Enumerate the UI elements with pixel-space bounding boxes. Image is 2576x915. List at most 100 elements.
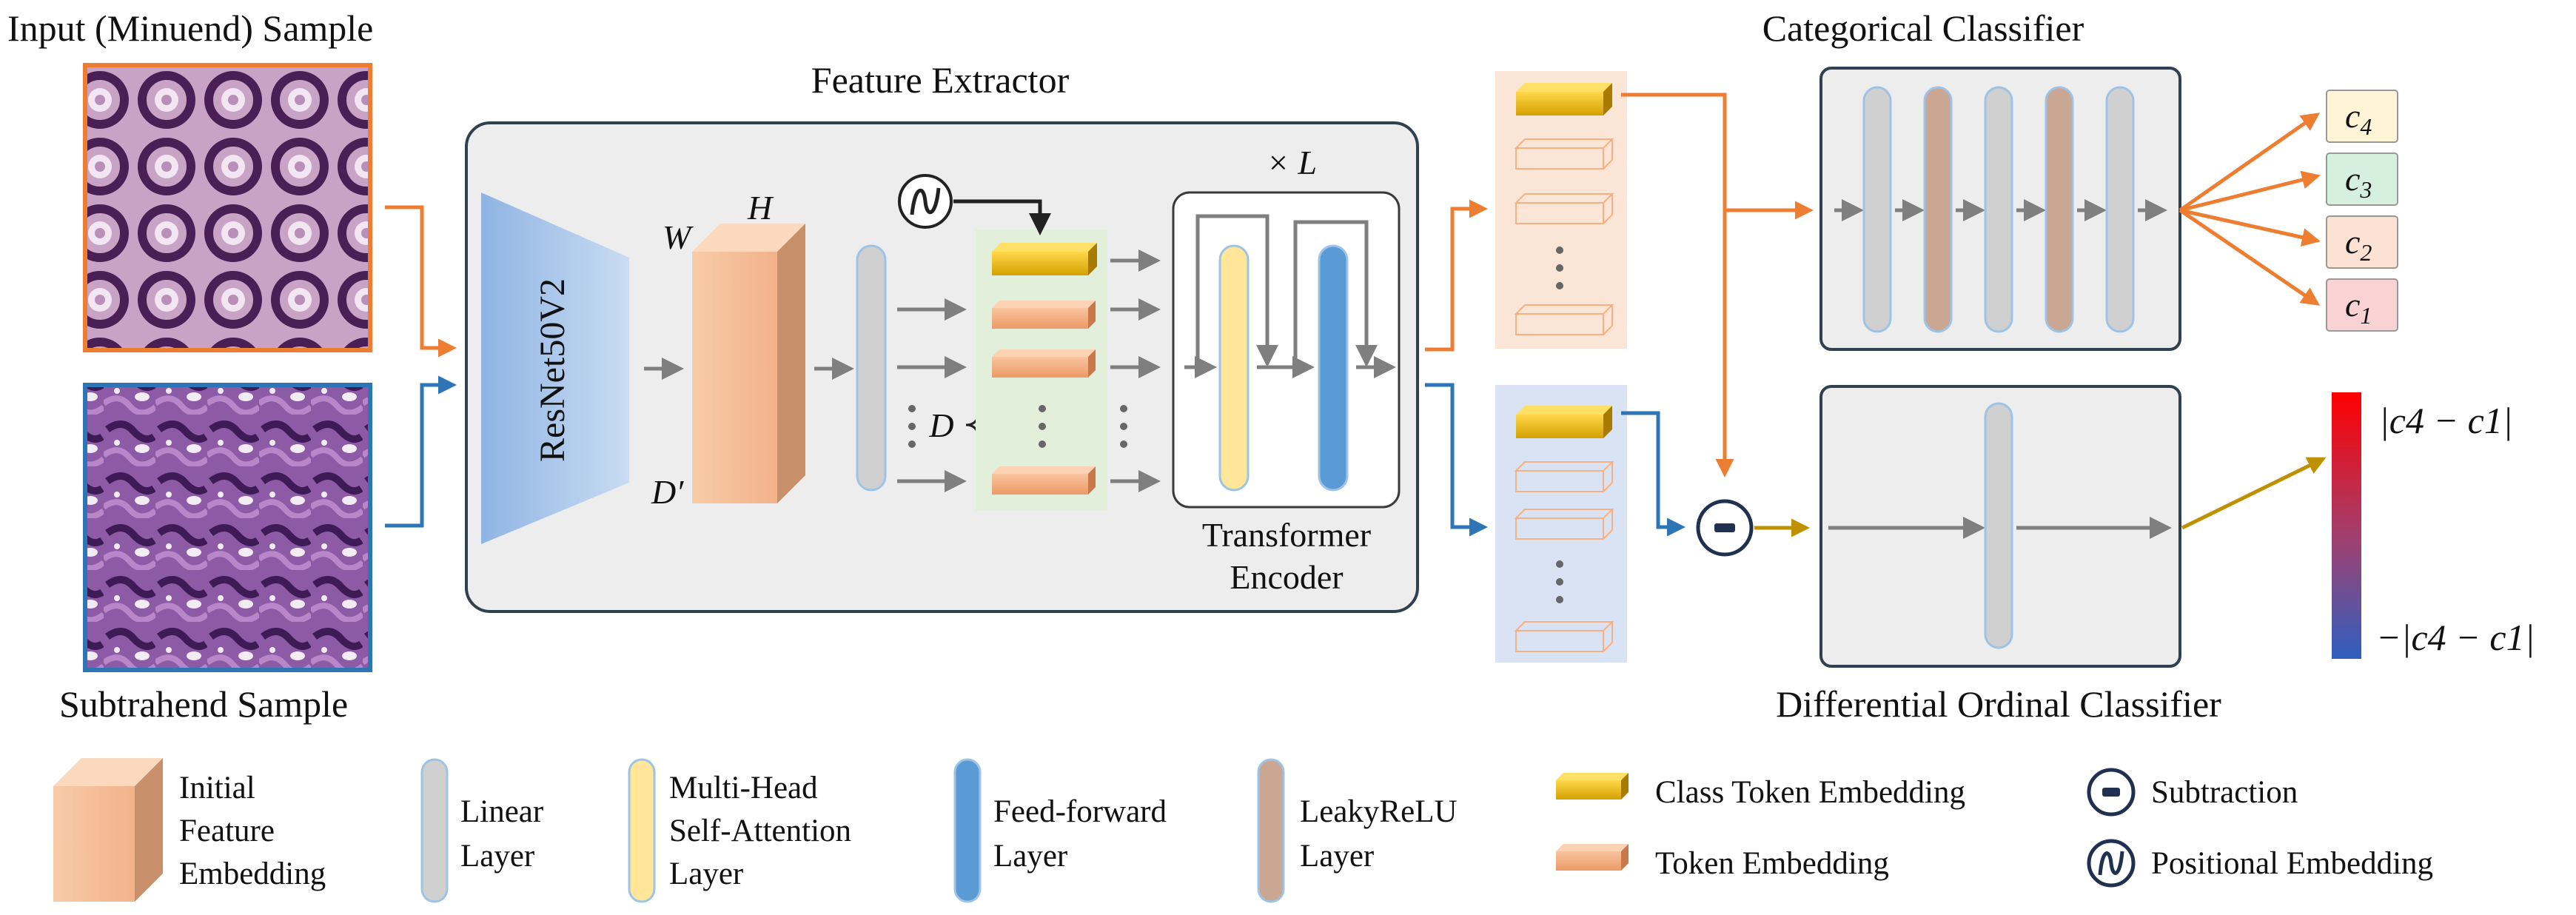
output-arrow-c3 (2179, 170, 2321, 212)
cube-front (692, 252, 777, 503)
class-token-front (992, 252, 1088, 275)
minuend-arrow (385, 205, 457, 358)
residual-2 (1293, 220, 1378, 367)
subtrahend-class-token-side (1603, 406, 1612, 438)
ellipsis-dot (1120, 440, 1127, 448)
dim-dprime-label: D′ (651, 473, 684, 511)
token-top (992, 349, 1096, 357)
ellipsis-dot (1556, 596, 1563, 603)
scale-bottom-label: −|c4 − c1| (2376, 617, 2535, 658)
legend-cube-side (135, 758, 163, 902)
output-c2-label: c2 (2345, 223, 2372, 266)
legend-cube-top (53, 758, 163, 786)
legend-positional: Positional Embedding (2151, 846, 2433, 881)
cat-linear-layer (2105, 86, 2135, 333)
minuend-class-token-side (1603, 83, 1612, 115)
legend-linear-icon (420, 758, 449, 903)
cat-leakyrelu-layer (2045, 86, 2074, 333)
subtrahend-arrow (385, 375, 457, 528)
positional-embedding-wave (910, 187, 941, 215)
token-top (992, 301, 1096, 308)
ellipsis-dot (1120, 423, 1127, 430)
minuend-token-outlines (1514, 138, 1614, 335)
class-token-top (992, 243, 1097, 252)
token-front (992, 308, 1088, 329)
legend-class-token-icon (1556, 780, 1621, 800)
ellipsis-dot (1556, 264, 1563, 272)
cat-linear-layer (1862, 86, 1892, 333)
ellipsis-dot (908, 440, 916, 448)
output-c4 (2326, 90, 2398, 143)
legend-initial-embedding-icon (53, 786, 135, 902)
subtrahend-class-token-top (1516, 406, 1612, 415)
extractor-to-subtrahend-tokens (1425, 383, 1488, 537)
legend-initial-l1: Initial (179, 771, 255, 805)
ellipsis-dot (1556, 560, 1563, 568)
extractor-to-minuend-tokens (1425, 199, 1488, 352)
legend-mhsa-icon (628, 758, 656, 903)
legend: Initial Feature Embedding Linear Layer M… (53, 758, 2433, 903)
token-front (992, 357, 1088, 378)
encoder-label-1: Transformer (1202, 516, 1371, 554)
output-c1 (2326, 278, 2398, 332)
cat-linear-layer (1984, 86, 2013, 333)
token-front (992, 474, 1088, 495)
subtrahend-class-token (1516, 415, 1603, 438)
output-arrow-c4 (2178, 113, 2321, 212)
legend-token-side (1621, 844, 1629, 871)
ordinal-title: Differential Ordinal Classifier (1776, 683, 2221, 725)
minuend-token-column (1495, 71, 1627, 349)
resnet-label: ResNet50V2 (533, 278, 572, 462)
legend-initial-l3: Embedding (179, 857, 326, 891)
subtrahend-image (83, 383, 372, 672)
legend-leaky-icon (1257, 758, 1285, 903)
minuend-image (83, 63, 372, 352)
output-arrow-c1 (2178, 208, 2321, 306)
legend-class-token-top (1556, 773, 1629, 780)
ordinal-color-scale (2332, 392, 2361, 659)
subtraction-minus (1714, 523, 1735, 532)
token-side (1088, 301, 1096, 329)
ellipsis-dot (908, 423, 916, 430)
residual-1 (1195, 214, 1278, 367)
subtrahend-title: Subtrahend Sample (59, 683, 348, 725)
legend-mhsa-l3: Layer (669, 857, 743, 891)
legend-mhsa-l2: Self-Attention (669, 814, 851, 848)
ellipsis-dot (1039, 440, 1046, 448)
legend-class-token-side (1621, 773, 1629, 800)
token-side (1088, 466, 1096, 495)
output-arrow-c2 (2179, 208, 2321, 247)
legend-class-token: Class Token Embedding (1655, 775, 1965, 810)
legend-subtraction: Subtraction (2151, 775, 2298, 810)
feature-extractor-title: Feature Extractor (811, 59, 1070, 101)
token-top (992, 466, 1096, 474)
legend-linear-l1: Linear (460, 794, 543, 829)
categorical-title: Categorical Classifier (1762, 7, 2084, 49)
resnet-trapezoid (481, 192, 629, 544)
legend-token-top (1556, 844, 1629, 851)
legend-linear-l2: Layer (460, 839, 534, 874)
output-c3-label: c3 (2345, 160, 2372, 203)
token-side (1088, 349, 1096, 378)
dim-d-label: D (928, 406, 953, 444)
cat-leakyrelu-layer (1923, 86, 1953, 333)
legend-leaky-l1: LeakyReLU (1300, 794, 1458, 829)
legend-mhsa-l1: Multi-Head (669, 771, 818, 805)
legend-token-icon (1556, 851, 1621, 871)
output-c3 (2326, 152, 2398, 206)
cube-side (777, 224, 805, 503)
ellipsis-dot (1556, 282, 1563, 289)
ellipsis-dot (1039, 423, 1046, 430)
ellipsis-dot (1556, 578, 1563, 586)
output-c4-label: c4 (2345, 97, 2372, 140)
repeat-label: × L (1267, 144, 1317, 181)
minuend-to-subtraction-arrow (1621, 93, 1734, 477)
dim-h-label: H (747, 189, 774, 227)
legend-ff-l1: Feed-forward (993, 794, 1167, 829)
output-c2 (2326, 215, 2398, 269)
minuend-title: Input (Minuend) Sample (7, 7, 373, 49)
ellipsis-dot (1039, 405, 1046, 412)
cube-top (692, 224, 805, 252)
class-token-side (1088, 243, 1097, 275)
